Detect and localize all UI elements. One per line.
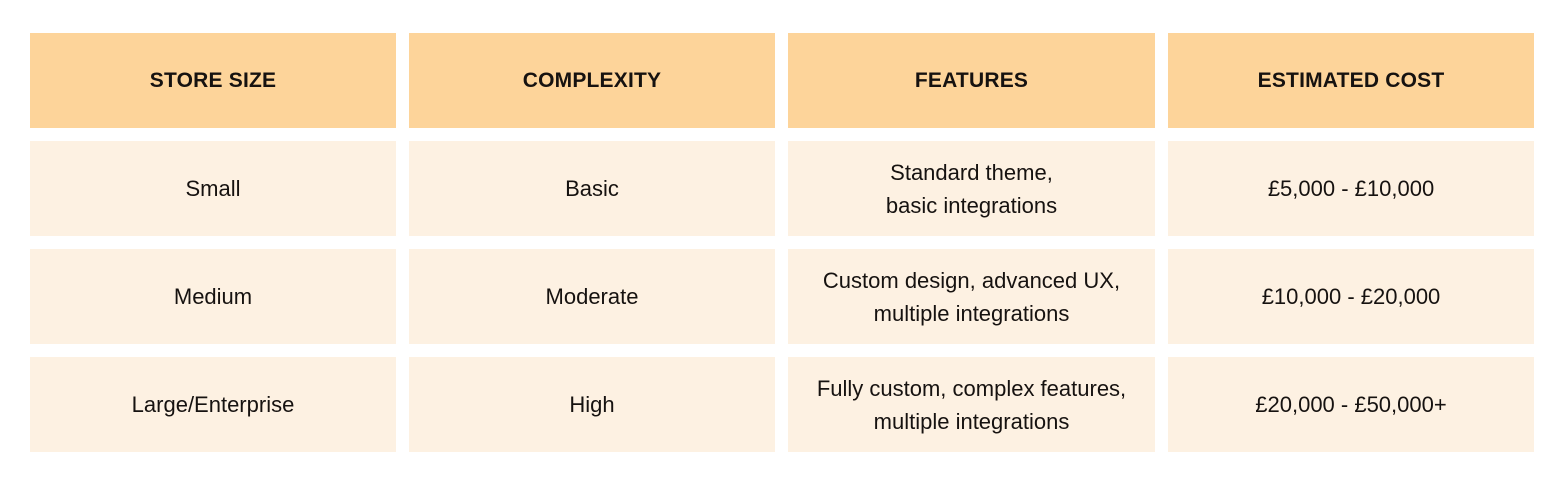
row-2-estimated-cost: £10,000 - £20,000 xyxy=(1168,249,1534,344)
cost-table: STORE SIZE COMPLEXITY FEATURES ESTIMATED… xyxy=(30,33,1534,452)
row-3-features: Fully custom, complex features, multiple… xyxy=(788,357,1155,452)
row-1-complexity: Basic xyxy=(409,141,775,236)
row-3-estimated-cost: £20,000 - £50,000+ xyxy=(1168,357,1534,452)
header-features: FEATURES xyxy=(788,33,1155,128)
header-estimated-cost: ESTIMATED COST xyxy=(1168,33,1534,128)
row-3-complexity: High xyxy=(409,357,775,452)
row-2-complexity: Moderate xyxy=(409,249,775,344)
header-store-size: STORE SIZE xyxy=(30,33,396,128)
row-1-estimated-cost: £5,000 - £10,000 xyxy=(1168,141,1534,236)
row-1-features: Standard theme, basic integrations xyxy=(788,141,1155,236)
row-1-store-size: Small xyxy=(30,141,396,236)
header-complexity: COMPLEXITY xyxy=(409,33,775,128)
row-2-features: Custom design, advanced UX, multiple int… xyxy=(788,249,1155,344)
row-2-store-size: Medium xyxy=(30,249,396,344)
row-3-store-size: Large/Enterprise xyxy=(30,357,396,452)
